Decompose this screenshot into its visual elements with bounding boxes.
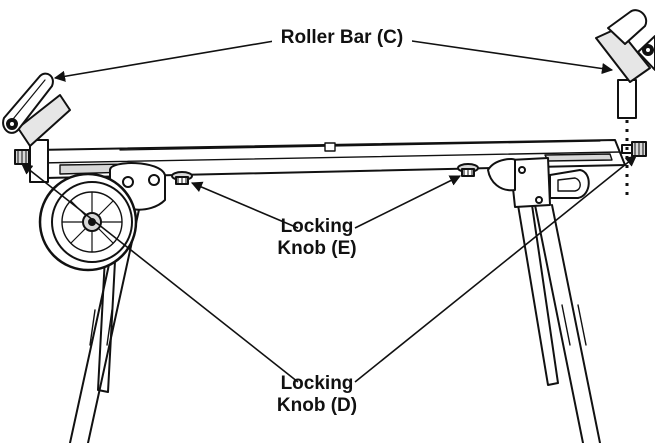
label-locking-knob-d-line2: Knob (D) — [276, 395, 358, 416]
roller-bar-left — [2, 72, 71, 183]
leader-knob-e-left — [190, 181, 299, 229]
label-locking-knob-d-line1: Locking — [280, 373, 354, 394]
label-roller-bar: Roller Bar (C) — [272, 27, 412, 49]
label-locking-knob-e-line1: Locking — [280, 216, 354, 237]
leader-knob-e-right — [354, 175, 462, 229]
right-rear-leg — [517, 204, 559, 386]
right-front-leg — [534, 204, 601, 443]
leader-roller-bar-right — [404, 39, 614, 75]
wheel — [38, 172, 138, 272]
leader-knob-d-right — [354, 155, 637, 383]
right-mount-bracket — [487, 157, 590, 208]
label-locking-knob-e-line2: Knob (E) — [277, 238, 357, 259]
label-locking-knob-e: Locking Knob (E) — [262, 216, 372, 260]
roller-bar-right — [595, 9, 655, 119]
locking-knob-e-left — [171, 171, 193, 185]
leader-roller-bar-left — [53, 39, 281, 82]
label-roller-bar-text: Roller Bar (C) — [280, 27, 404, 48]
locking-knob-e-right — [457, 163, 479, 177]
label-locking-knob-d: Locking Knob (D) — [262, 373, 372, 417]
leader-knob-d-left — [21, 163, 299, 383]
